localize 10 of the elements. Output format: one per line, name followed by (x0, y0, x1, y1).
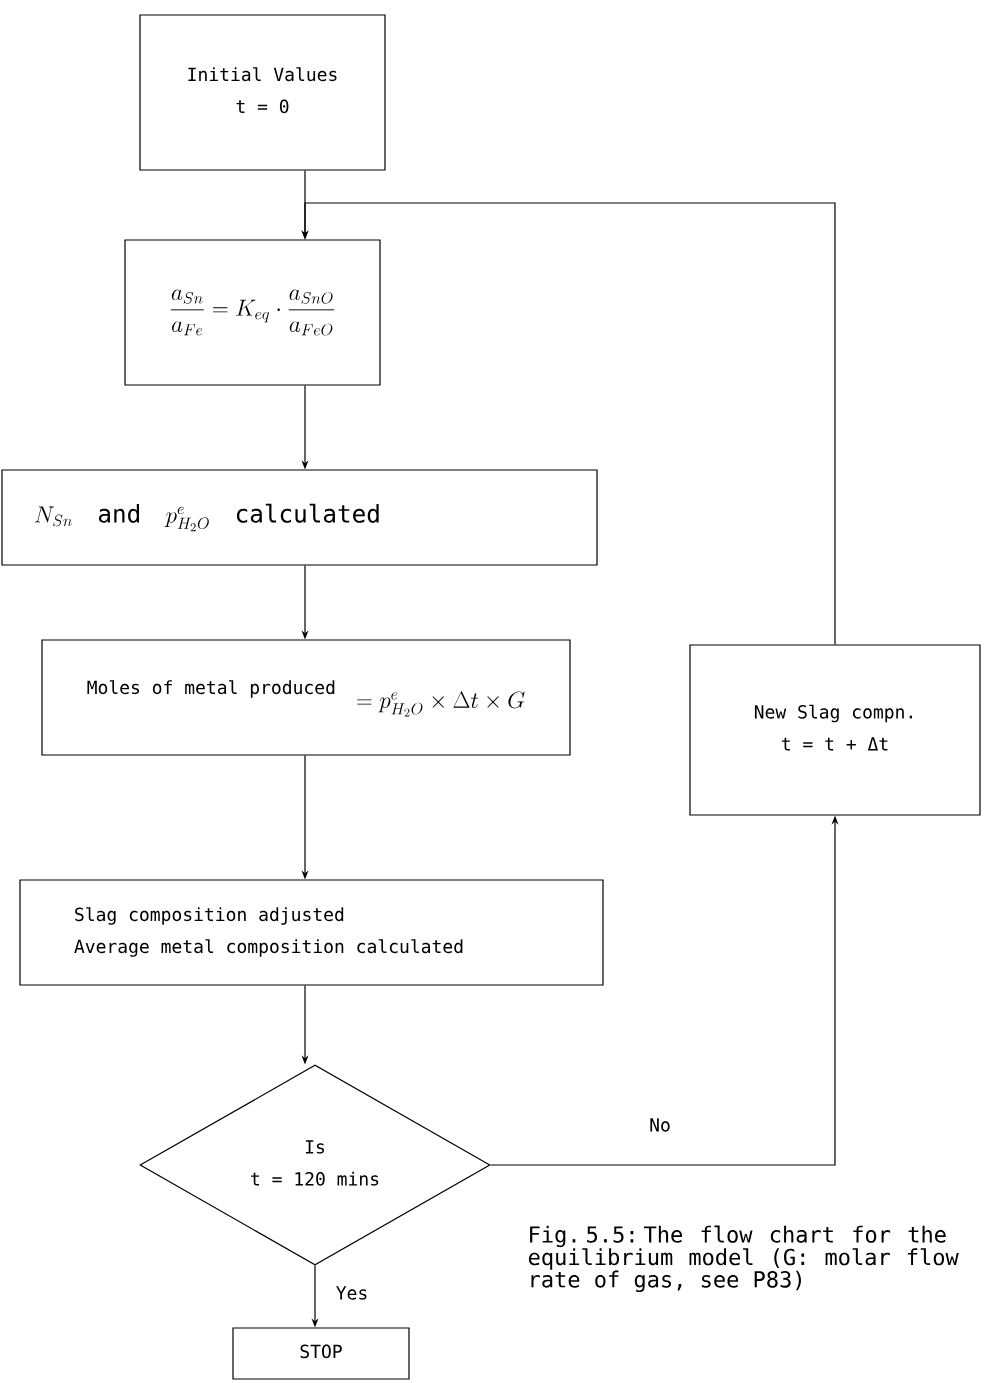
edge-label: Yes (334, 1285, 370, 1301)
process-box: $\frac{a_{Sn}}{a_{Fe}} = K_{eq} \cdot \frac{a_{SnO}}{a_{FeO}}$ (124, 239, 381, 386)
process-box: STOP (232, 1327, 410, 1380)
process-box: Initial Values t = 0 (139, 14, 386, 171)
process-box: New Slag compn. t = t + Δt (689, 644, 981, 816)
process-box: $N_{Sn}\quad \text{and}\quad p^{e}_{H_{2}O}\quad \text{calculated}$ (1, 469, 598, 566)
process-box: Moles of metal produced $= p^{e}_{H_{2}O} \times \Delta t \times G$ (41, 639, 571, 756)
edge-label: No (648, 1117, 672, 1133)
process-box: Slag composition adjusted Average metal composition calculated (19, 879, 604, 986)
caption: Fig. 5.5: The flow chart for the equilibrium model (G: molar flow rate of gas, see P83) (528, 1225, 959, 1293)
